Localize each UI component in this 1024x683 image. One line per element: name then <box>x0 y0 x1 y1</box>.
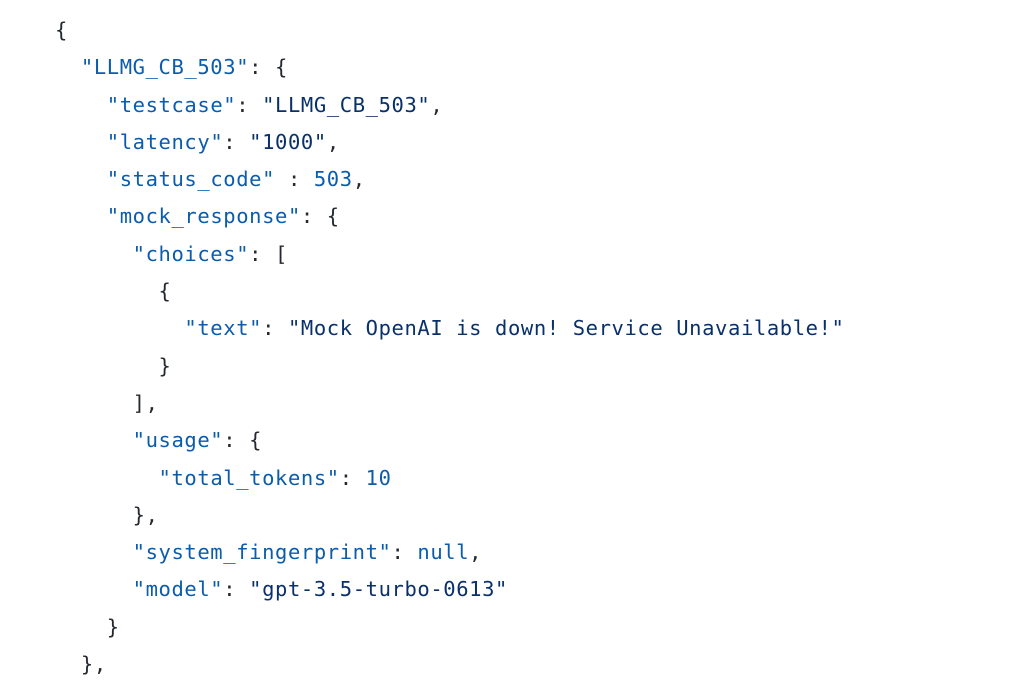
code-line: "testcase": "LLMG_CB_503", <box>55 87 844 124</box>
json-punctuation: ], <box>132 390 159 415</box>
json-punctuation: , <box>430 92 444 117</box>
json-punctuation: { <box>158 279 172 304</box>
json-code-block: { "LLMG_CB_503": { "testcase": "LLMG_CB_… <box>55 12 844 683</box>
code-line: { <box>55 12 844 49</box>
json-punctuation: : <box>262 316 288 341</box>
code-line: "total_tokens": 10 <box>55 460 844 497</box>
json-punctuation: : <box>236 92 263 117</box>
code-line: "model": "gpt-3.5-turbo-0613" <box>55 571 844 608</box>
json-literal-value: 10 <box>365 465 392 490</box>
code-line: "status_code" : 503, <box>55 161 844 198</box>
json-punctuation: } <box>106 614 120 639</box>
json-string-value: "gpt-3.5-turbo-0613" <box>249 577 508 602</box>
json-key: "testcase" <box>106 92 237 117</box>
code-line: }, <box>55 646 844 683</box>
json-literal-value: null <box>417 540 470 565</box>
json-key: "mock_response" <box>106 204 301 229</box>
code-line: "usage": { <box>55 422 844 459</box>
json-key: "total_tokens" <box>158 465 340 490</box>
json-string-value: "Mock OpenAI is down! Service Unavailabl… <box>287 316 845 341</box>
json-punctuation: { <box>55 18 68 42</box>
json-key: "status_code" <box>106 167 276 192</box>
json-key: "latency" <box>106 129 224 154</box>
json-punctuation: , <box>352 167 366 192</box>
json-key: "model" <box>132 577 224 602</box>
json-punctuation: : { <box>223 428 263 453</box>
json-key: "text" <box>184 316 263 341</box>
json-key: "LLMG_CB_503" <box>80 55 250 80</box>
json-key: "choices" <box>132 241 250 266</box>
json-punctuation: } <box>158 353 172 378</box>
code-line: ], <box>55 385 844 422</box>
json-punctuation: : <box>391 540 418 565</box>
json-string-value: "1000" <box>249 129 327 154</box>
json-punctuation: : { <box>300 204 340 229</box>
json-punctuation: , <box>469 540 483 565</box>
code-line: }, <box>55 497 844 534</box>
json-punctuation: : [ <box>249 241 288 266</box>
code-line: "text": "Mock OpenAI is down! Service Un… <box>55 310 844 347</box>
json-punctuation: , <box>326 129 340 154</box>
json-punctuation: : <box>339 465 366 490</box>
code-line: "latency": "1000", <box>55 124 844 161</box>
code-line: } <box>55 609 844 646</box>
json-literal-value: 503 <box>313 167 353 192</box>
json-string-value: "LLMG_CB_503" <box>262 92 431 117</box>
json-punctuation: : <box>223 577 250 602</box>
json-punctuation: }, <box>80 652 107 677</box>
code-line: { <box>55 273 844 310</box>
json-punctuation: : { <box>249 55 288 80</box>
json-punctuation: }, <box>132 502 159 527</box>
code-line: "choices": [ <box>55 236 844 273</box>
code-line: "mock_response": { <box>55 198 844 235</box>
code-line: "LLMG_CB_503": { <box>55 49 844 86</box>
json-punctuation: : <box>223 129 250 154</box>
json-punctuation: : <box>275 167 314 192</box>
json-key: "usage" <box>132 428 224 453</box>
code-line: "system_fingerprint": null, <box>55 534 844 571</box>
json-key: "system_fingerprint" <box>132 540 392 565</box>
code-line: } <box>55 348 844 385</box>
